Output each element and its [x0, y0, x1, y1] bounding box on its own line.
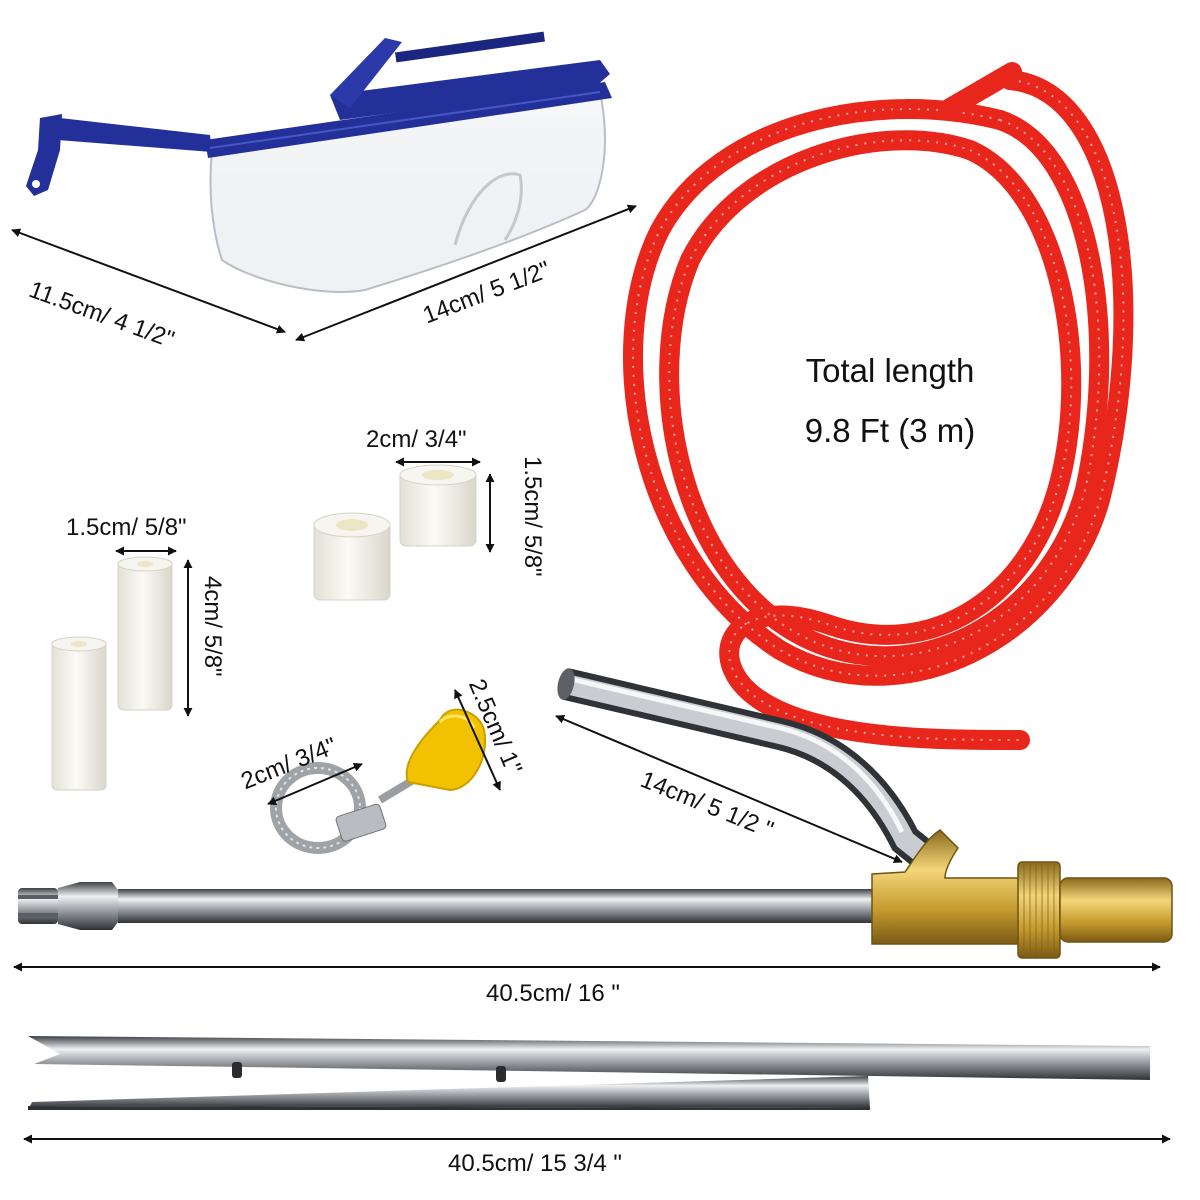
extension-length-label: 40.5cm/ 15 3/4 " — [448, 1150, 622, 1177]
glasses-length-arrow — [295, 204, 637, 342]
wand-length-label: 40.5cm/ 16 " — [486, 980, 620, 1007]
hose-total-value: 9.8 Ft (3 m) — [804, 412, 976, 449]
short-nozzle-width-label: 2cm/ 3/4" — [366, 426, 467, 453]
short-ceramic-nozzles — [313, 464, 477, 601]
inlet-pipe-length-arrow — [555, 715, 903, 863]
safety-glasses — [26, 31, 612, 293]
red-hose — [623, 70, 1134, 750]
long-nozzle-height-label: 4cm/ 5/8" — [199, 576, 226, 677]
long-ceramic-nozzles — [51, 556, 173, 791]
sandblast-wand — [18, 829, 1173, 959]
clamp-height-arrow — [454, 689, 501, 791]
hose-total-title: Total length — [805, 352, 975, 389]
key-handle — [405, 708, 487, 792]
long-nozzle-width-label: 1.5cm/ 5/8" — [66, 514, 187, 541]
clamp-width-arrow — [267, 763, 363, 805]
short-nozzle-height-label: 1.5cm/ 5/8" — [519, 456, 546, 577]
extension-tubes — [28, 1036, 1150, 1110]
glasses-width-arrow — [11, 228, 286, 334]
hose-clamp — [270, 708, 487, 854]
